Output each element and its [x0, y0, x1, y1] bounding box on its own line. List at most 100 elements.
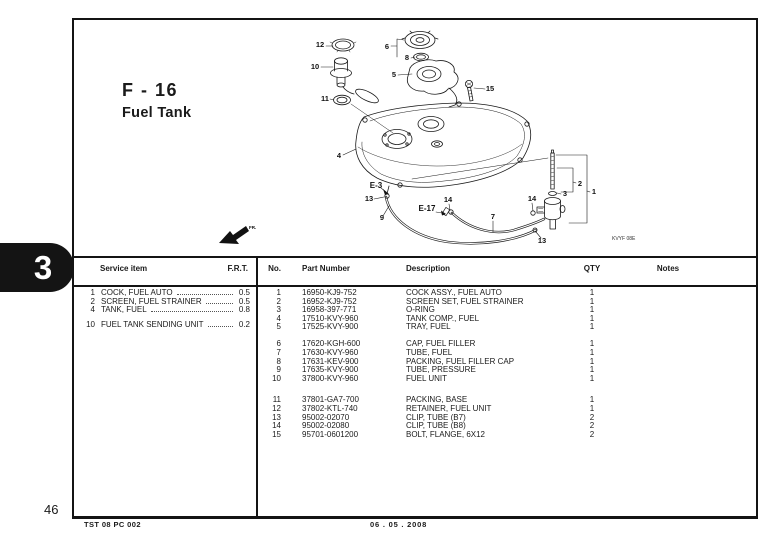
- service-row: 10 FUEL TANK SENDING UNIT 0.2: [80, 321, 250, 330]
- dotted-leader: [150, 311, 233, 313]
- base-packing-drawing: [333, 94, 351, 106]
- table-header-rule: [72, 285, 756, 287]
- callout-4: 4: [337, 151, 342, 160]
- page-number: 46: [44, 502, 59, 517]
- part-notes: [633, 375, 703, 384]
- callout-15: 15: [486, 84, 494, 93]
- part-qty: 1: [589, 339, 595, 349]
- part-description: CLIP, TUBE (B8): [406, 421, 466, 431]
- part-number: 37800-KVY-960: [302, 373, 359, 383]
- part-notes: [633, 431, 703, 440]
- description-header: Description: [406, 264, 451, 273]
- part-qty: 1: [589, 373, 595, 383]
- part-qty: 2: [589, 412, 595, 422]
- parts-row: 5 17525-KVY-900 TRAY, FUEL 1: [257, 323, 755, 332]
- parts-row: 4 17510-KVY-960 TANK COMP., FUEL 1: [257, 314, 755, 324]
- part-number: 95701-0601200: [302, 429, 359, 439]
- part-no: 2: [276, 296, 281, 306]
- part-notes: [633, 422, 703, 431]
- chapter-tab-number: 3: [33, 248, 53, 286]
- callout-14b: 14: [528, 194, 537, 203]
- part-description: TUBE, FUEL: [406, 348, 453, 358]
- callout-13b: 13: [538, 236, 546, 245]
- part-number: 17620-KGH-600: [302, 339, 361, 349]
- callout-8: 8: [405, 53, 409, 62]
- part-number: 17635-KVY-900: [302, 365, 359, 375]
- service-no: 10: [86, 320, 95, 330]
- part-qty: 1: [589, 322, 595, 332]
- part-description: TRAY, FUEL: [406, 322, 451, 332]
- callout-labels: 12 10 11 6 8 5 15 4 13 9 7 14 14 2 3 1 1…: [311, 40, 636, 245]
- part-notes: [633, 306, 703, 315]
- part-description: RETAINER, FUEL UNIT: [406, 404, 492, 414]
- part-number: 95002-02080: [302, 421, 350, 431]
- callout-12: 12: [316, 40, 324, 49]
- parts-table: 1 16950-KJ9-752 COCK ASSY., FUEL AUTO 1 …: [257, 288, 755, 440]
- service-name: FUEL TANK SENDING UNIT: [101, 320, 204, 330]
- parts-row: 8 17631-KEV-900 PACKING, FUEL FILLER CAP…: [257, 356, 755, 367]
- part-notes: [633, 349, 703, 358]
- part-number-header: Part Number: [302, 264, 351, 273]
- part-notes: [633, 298, 703, 307]
- no-header: No.: [268, 264, 281, 273]
- exploded-diagram: 12 10 11 6 8 5 15 4 13 9 7 14 14 2 3 1 1…: [219, 30, 636, 245]
- callout-13: 13: [365, 194, 373, 203]
- fuel-tray-drawing: [406, 59, 459, 108]
- qty-header: QTY: [583, 264, 601, 273]
- parts-row: 6 17620-KGH-600 CAP, FUEL FILLER 1: [257, 340, 755, 349]
- fuel-tank-drawing: [355, 101, 532, 195]
- callout-leaders: [320, 38, 591, 239]
- retainer-drawing: [329, 38, 357, 53]
- notes-header: Notes: [656, 264, 680, 273]
- flange-bolt-drawing: [464, 80, 474, 102]
- front-direction-arrow: FR.: [219, 225, 256, 244]
- chapter-tab: 3: [0, 243, 74, 292]
- part-no: 7: [276, 348, 281, 358]
- parts-row: 7 17630-KVY-960 TUBE, FUEL 1: [257, 348, 755, 358]
- part-no: 11: [272, 395, 281, 405]
- footer-date: 06 . 05 . 2008: [370, 520, 428, 529]
- parts-group-2: 6 17620-KGH-600 CAP, FUEL FILLER 1 7 176…: [257, 340, 755, 383]
- parts-row: 14 95002-02080 CLIP, TUBE (B8) 2: [257, 422, 755, 431]
- callout-14: 14: [444, 195, 453, 204]
- part-no: 13: [272, 412, 281, 422]
- parts-group-1: 1 16950-KJ9-752 COCK ASSY., FUEL AUTO 1 …: [257, 288, 755, 332]
- front-marker-label: FR.: [249, 225, 256, 230]
- tube-clip-14-left: [448, 209, 454, 215]
- pressure-tube-drawing: [384, 195, 538, 245]
- part-no: 12: [272, 404, 281, 414]
- service-name: COCK, FUEL AUTO: [101, 288, 173, 297]
- part-notes: [633, 405, 703, 414]
- part-qty: 1: [589, 305, 595, 315]
- part-description: CAP, FUEL FILLER: [406, 339, 476, 349]
- fuel-filler-cap-drawing: [401, 30, 439, 49]
- part-no: 8: [276, 356, 281, 366]
- part-number: 16950-KJ9-752: [302, 288, 357, 297]
- service-frt: 0.5: [238, 296, 250, 306]
- service-table-header: Service item F.R.T.: [80, 264, 250, 273]
- part-no: 15: [272, 429, 281, 439]
- table-top-rule: [72, 256, 756, 258]
- dotted-leader: [205, 302, 233, 304]
- part-qty: 1: [589, 395, 595, 405]
- footer-doc-code: TST 08 PC 002: [84, 520, 141, 529]
- parts-row: 2 16952-KJ9-752 SCREEN SET, FUEL STRAINE…: [257, 296, 755, 307]
- page-title: Fuel Tank: [122, 105, 192, 121]
- service-row: 1 COCK, FUEL AUTO 0.5: [80, 288, 250, 298]
- part-notes: [633, 414, 703, 423]
- service-no: 2: [90, 296, 95, 306]
- service-table: 1 COCK, FUEL AUTO 0.5 2 SCREEN, FUEL STR…: [80, 288, 250, 330]
- part-description: COCK ASSY., FUEL AUTO: [406, 288, 502, 297]
- parts-row: 3 16958-397-771 O-RING 1: [257, 306, 755, 315]
- e17-arrowhead: [441, 210, 446, 216]
- part-no: 5: [276, 322, 281, 332]
- service-item-header: Service item: [100, 264, 148, 273]
- part-notes: [633, 323, 703, 332]
- part-description: CLIP, TUBE (B7): [406, 412, 466, 422]
- part-no: 10: [272, 373, 281, 383]
- part-number: 17631-KEV-900: [302, 356, 359, 366]
- subassembly-ref-e3: E-3: [370, 181, 383, 190]
- leader-unit-to-tank: [350, 103, 394, 134]
- parts-row: 11 37801-GA7-700 PACKING, BASE 1: [257, 396, 755, 405]
- leader-tank-to-cock: [411, 157, 549, 180]
